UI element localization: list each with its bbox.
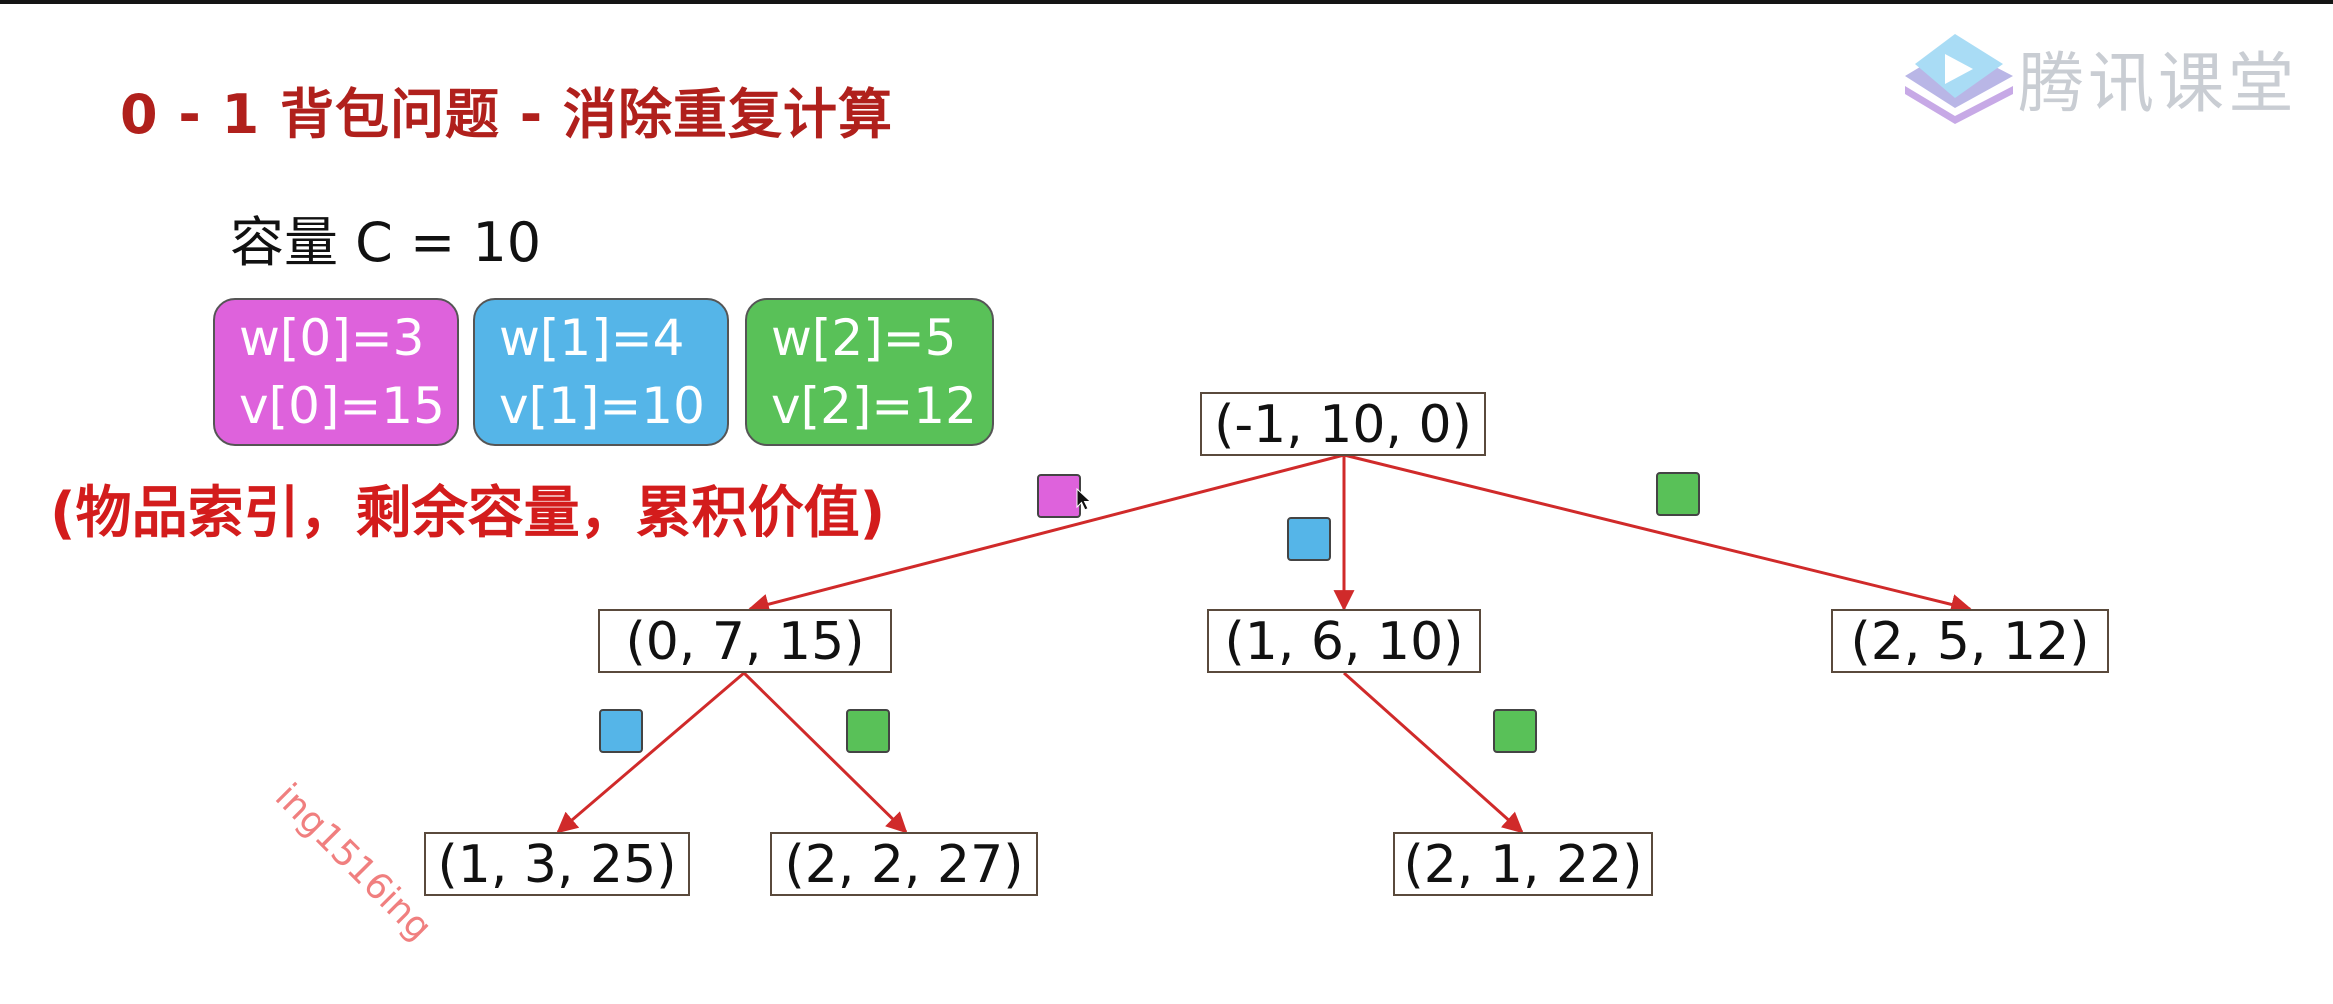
item-chip-1 <box>1287 517 1331 561</box>
tree-node-root: (-1, 10, 0) <box>1200 392 1486 456</box>
tree-node: (2, 5, 12) <box>1831 609 2109 673</box>
item-chip-0 <box>1037 474 1081 518</box>
item-chip-2 <box>1656 472 1700 516</box>
slide-title: 0 - 1 背包问题 - 消除重复计算 <box>120 83 893 146</box>
item-weight: w[2]=5 <box>771 309 957 367</box>
capacity-label: 容量 C = 10 <box>230 211 542 274</box>
item-chip-1 <box>599 709 643 753</box>
tree-edge <box>1343 671 1524 834</box>
item-card-2: w[2]=5 v[2]=12 <box>745 298 994 446</box>
window-top-border <box>0 0 2333 4</box>
tree-node: (1, 3, 25) <box>424 832 690 896</box>
tree-node: (2, 1, 22) <box>1393 832 1653 896</box>
tree-edge <box>556 671 745 834</box>
tree-edge <box>742 671 908 834</box>
brand-name: 腾讯课堂 <box>2018 45 2298 122</box>
tree-node: (0, 7, 15) <box>598 609 892 673</box>
tree-node: (2, 2, 27) <box>770 832 1038 896</box>
item-value: v[1]=10 <box>499 377 705 435</box>
item-value: v[0]=15 <box>239 377 445 435</box>
item-chip-2 <box>846 709 890 753</box>
tree-edge <box>747 453 1345 615</box>
item-card-0: w[0]=3 v[0]=15 <box>213 298 459 446</box>
tree-node: (1, 6, 10) <box>1207 609 1481 673</box>
item-chip-2 <box>1493 709 1537 753</box>
item-value: v[2]=12 <box>771 377 977 435</box>
tree-edge <box>1343 453 1973 615</box>
item-weight: w[1]=4 <box>499 309 685 367</box>
mouse-pointer-icon <box>1076 488 1092 511</box>
play-logo-icon <box>1905 34 2013 124</box>
state-legend: (物品索引，剩余容量，累积价值) <box>50 481 886 546</box>
item-weight: w[0]=3 <box>239 309 425 367</box>
item-card-1: w[1]=4 v[1]=10 <box>473 298 729 446</box>
